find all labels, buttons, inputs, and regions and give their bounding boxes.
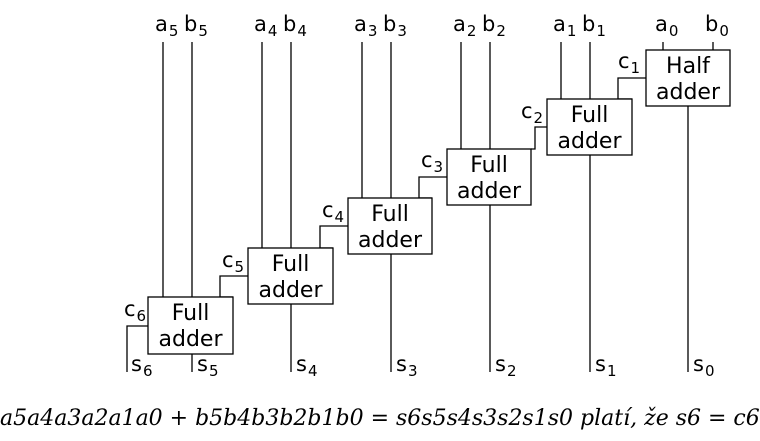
- input-label-a5: a5: [155, 12, 178, 40]
- carry-wire-c3: [418, 176, 447, 199]
- adder-text-line2-2: adder: [457, 179, 522, 204]
- adder-text-line1-3: Full: [371, 202, 409, 227]
- sum-label-s6: s6: [131, 352, 153, 380]
- adder-box-2: [446, 148, 532, 206]
- adder-box-0: [645, 49, 731, 107]
- carry-label-c1: c1: [618, 49, 640, 77]
- input-label-b0: b0: [705, 12, 729, 40]
- adder-box-3: [347, 197, 433, 255]
- carry-label-c4: c4: [322, 198, 344, 226]
- adder-text-line1-5: Full: [172, 301, 210, 326]
- sum-label-s2: s2: [495, 352, 517, 380]
- input-label-b1: b1: [582, 12, 606, 40]
- sum-label-s0: s0: [693, 352, 715, 380]
- carry-label-c6: c6: [124, 297, 146, 325]
- adder-box-5: [147, 296, 234, 355]
- input-label-a0: a0: [655, 12, 678, 40]
- carry-wire-c5: [219, 275, 248, 298]
- adder-text-line2-1: adder: [558, 129, 623, 154]
- carry-label-c2: c2: [521, 99, 543, 127]
- carry-wire-c1: [617, 77, 646, 100]
- carry-label-c5: c5: [222, 248, 244, 276]
- input-label-a3: a3: [354, 12, 377, 40]
- equation-caption: a5a4a3a2a1a0 + b5b4b3b2b1b0 = s6s5s4s3s2…: [0, 406, 760, 431]
- sum-label-s5: s5: [197, 352, 219, 380]
- sum-label-s1: s1: [595, 352, 617, 380]
- input-label-a4: a4: [254, 12, 277, 40]
- carry-label-c3: c3: [421, 148, 443, 176]
- adder-text-line2-5: adder: [159, 327, 224, 352]
- input-label-b4: b4: [283, 12, 307, 40]
- input-label-b5: b5: [184, 12, 208, 40]
- adder-box-1: [546, 98, 633, 156]
- adder-text-line1-4: Full: [272, 252, 310, 277]
- sum-label-s4: s4: [296, 352, 318, 380]
- adder-text-line2-4: adder: [259, 278, 324, 303]
- adder-text-line1-2: Full: [470, 153, 508, 178]
- input-label-b3: b3: [383, 12, 407, 40]
- adder-box-4: [247, 247, 334, 305]
- input-label-b2: b2: [482, 12, 506, 40]
- carry-wire-c2: [531, 126, 547, 150]
- adder-text-line2-0: adder: [656, 80, 721, 105]
- input-label-a2: a2: [453, 12, 476, 40]
- adder-text-line1-0: Half: [666, 54, 711, 79]
- adder-text-line1-1: Full: [571, 103, 609, 128]
- adder-text-line2-3: adder: [358, 228, 423, 253]
- carry-wire-c6: [126, 325, 148, 372]
- carry-wire-c4: [319, 225, 348, 249]
- input-label-a1: a1: [553, 12, 576, 40]
- sum-label-s3: s3: [396, 352, 418, 380]
